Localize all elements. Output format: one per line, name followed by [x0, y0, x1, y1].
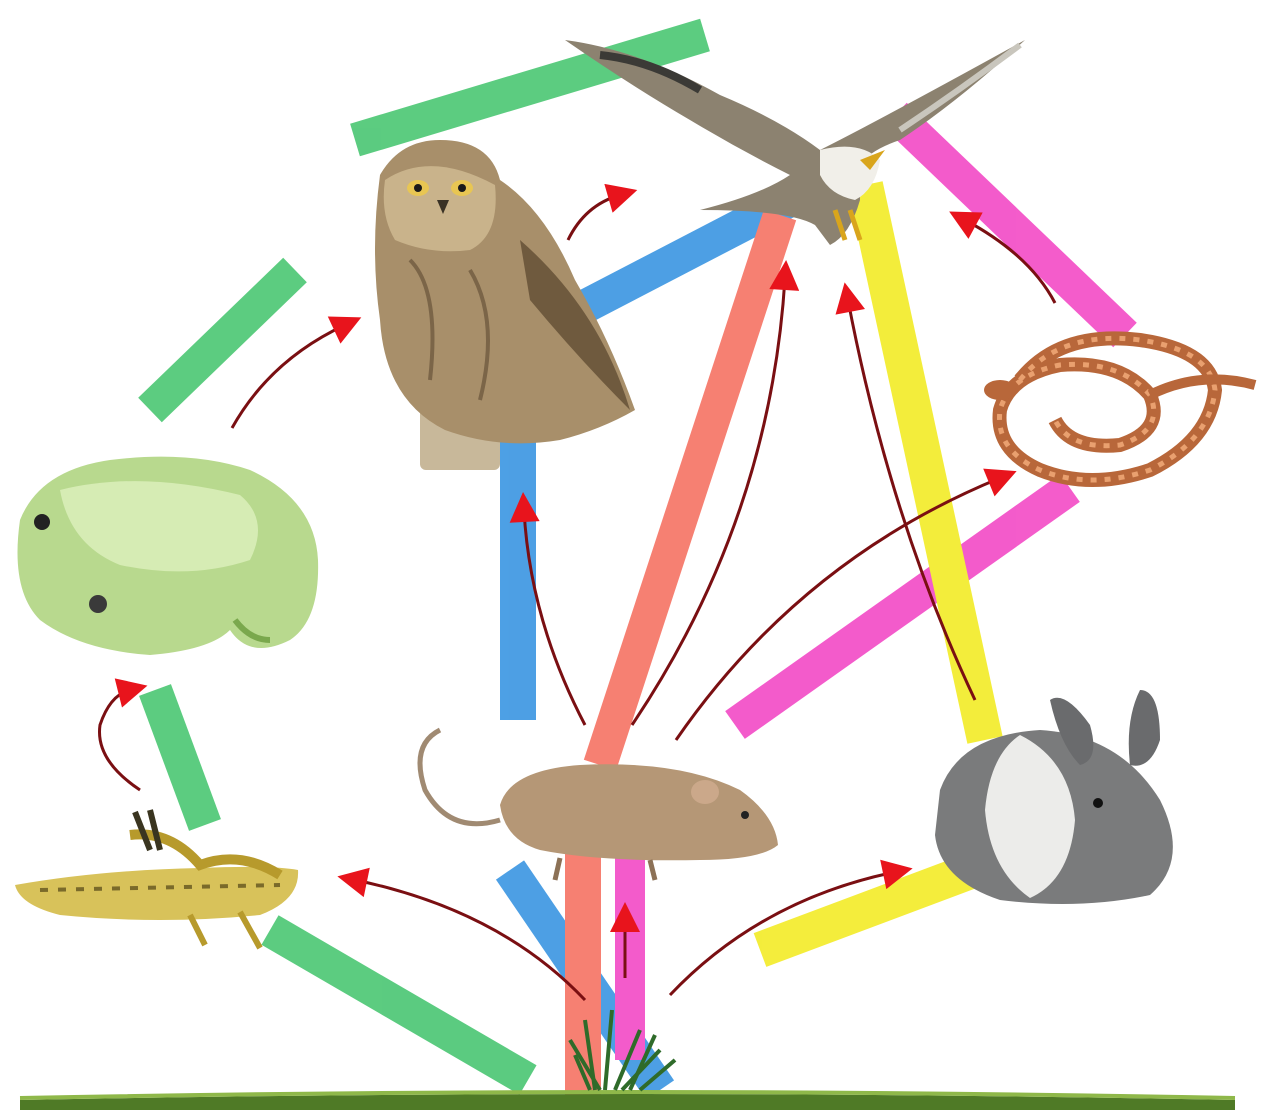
- frog-icon: [18, 457, 319, 655]
- hawk-icon: [565, 40, 1025, 245]
- yellow-bar-rabbit-hawk: [865, 185, 985, 740]
- green-bar-frog-owl: [150, 270, 295, 410]
- green-bar-grass-grasshopper: [270, 930, 528, 1080]
- magenta-bar-snake-hawk: [895, 115, 1125, 335]
- grasshopper-icon: [15, 810, 298, 948]
- magenta-bar-mouse-snake: [735, 488, 1070, 725]
- arrow-owl-to-hawk: [568, 195, 620, 240]
- arrow-grasshopper-to-frog: [100, 690, 141, 790]
- arrow-mouse-to-hawk: [632, 278, 785, 725]
- snake-icon: [984, 338, 1255, 480]
- ground-icon: [20, 1092, 1235, 1110]
- green-bar-grasshopper-frog: [155, 690, 205, 825]
- arrow-frog-to-owl: [232, 325, 345, 428]
